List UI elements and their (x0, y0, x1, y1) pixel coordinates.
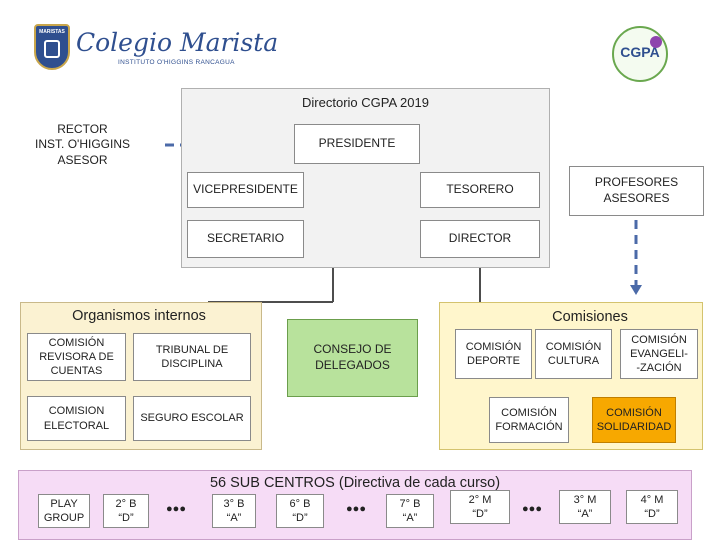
comision-electoral-box: COMISION ELECTORAL (27, 396, 126, 441)
profesores-asesores-box: PROFESORES ASESORES (569, 166, 704, 216)
cgpa-logo-icon: CGPA (612, 26, 668, 82)
ellipsis-1: ●●● (166, 503, 186, 515)
school-name: Colegio Marista (76, 28, 279, 57)
comision-cultura-box: COMISIÓN CULTURA (535, 329, 612, 379)
ellipsis-3: ●●● (522, 503, 542, 515)
comisiones-title: Comisiones (552, 309, 628, 325)
subcentro-2b-box: 2° B “D” (103, 494, 149, 528)
tribunal-disciplina-box: TRIBUNAL DE DISCIPLINA (133, 333, 251, 381)
directorio-title: Directorio CGPA 2019 (302, 95, 429, 110)
comision-solidaridad-box: COMISIÓN SOLIDARIDAD (592, 397, 676, 443)
cgpa-flower-icon (650, 36, 662, 48)
subcentro-3m-box: 3° M “A” (559, 490, 611, 524)
school-crest-icon: MARISTAS (34, 24, 70, 70)
seguro-escolar-box: SEGURO ESCOLAR (133, 396, 251, 441)
subcentro-play-group-box: PLAY GROUP (38, 494, 90, 528)
comision-evangelizacion-box: COMISIÓN EVANGELI- -ZACIÓN (620, 329, 698, 379)
school-subtitle: INSTITUTO O'HIGGINS RANCAGUA (118, 59, 235, 66)
presidente-box: PRESIDENTE (294, 124, 420, 164)
school-crest-text: MARISTAS (39, 29, 65, 35)
comision-deporte-box: COMISIÓN DEPORTE (455, 329, 532, 379)
rector-box: RECTOR INST. O'HIGGINS ASESOR (35, 121, 130, 167)
subcentros-title: 56 SUB CENTROS (Directiva de cada curso) (209, 475, 501, 491)
secretario-box: SECRETARIO (187, 220, 304, 258)
crest-monogram-icon (44, 40, 60, 58)
comision-revisora-box: COMISIÓN REVISORA DE CUENTAS (27, 333, 126, 381)
ellipsis-2: ●●● (346, 503, 366, 515)
subcentro-3b-box: 3° B “A” (212, 494, 256, 528)
subcentro-2m-box: 2° M “D” (450, 490, 510, 524)
subcentro-4m-box: 4° M “D” (626, 490, 678, 524)
organismos-title: Organismos internos (72, 308, 206, 324)
subcentro-6b-box: 6° B “D” (276, 494, 324, 528)
subcentro-7b-box: 7° B “A” (386, 494, 434, 528)
consejo-delegados-box: CONSEJO DE DELEGADOS (287, 319, 418, 397)
tesorero-box: TESORERO (420, 172, 540, 208)
cgpa-logo-text: CGPA (620, 44, 660, 60)
vicepresidente-box: VICEPRESIDENTE (187, 172, 304, 208)
comision-formacion-box: COMISIÓN FORMACIÓN (489, 397, 569, 443)
director-box: DIRECTOR (420, 220, 540, 258)
